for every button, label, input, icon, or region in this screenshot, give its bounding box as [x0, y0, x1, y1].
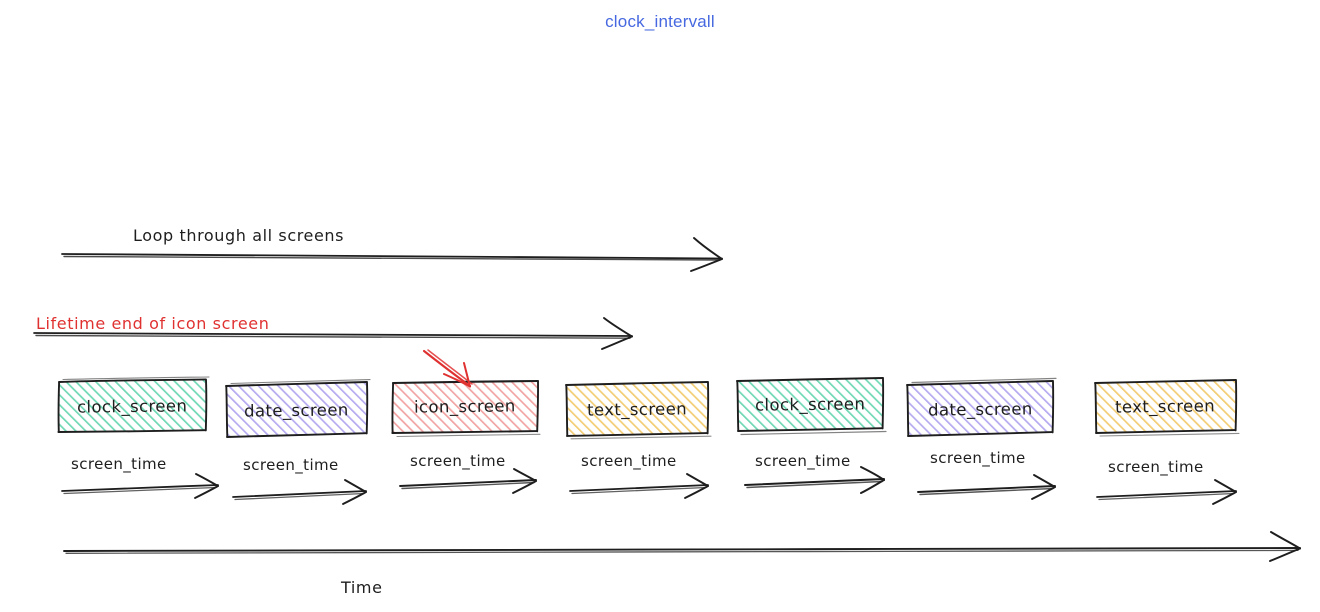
screen-box-icon-screen[interactable]: icon_screen	[392, 381, 538, 432]
lifetime-end-label: Lifetime end of icon screen	[36, 314, 270, 333]
screen-time-arrow-5	[744, 466, 885, 494]
screen-box-label: date_screen	[244, 399, 349, 421]
screen-time-label-7: screen_time	[1108, 458, 1204, 476]
screen-box-date-screen-2[interactable]: date_screen	[907, 383, 1053, 435]
screen-box-label: clock_screen	[76, 395, 188, 417]
screen-box-date-screen-1[interactable]: date_screen	[226, 384, 367, 436]
screen-box-clock-screen-1[interactable]: clock_screen	[58, 380, 206, 432]
screen-time-arrow-7	[1096, 479, 1237, 505]
loop-through-all-screens-label: Loop through all screens	[133, 226, 345, 245]
screen-time-arrow-6	[917, 474, 1056, 500]
screen-time-label-3: screen_time	[410, 452, 506, 470]
screen-time-label-2: screen_time	[243, 456, 339, 474]
screen-box-text-screen-1[interactable]: text_screen	[566, 383, 708, 435]
screen-time-label-1: screen_time	[71, 455, 167, 473]
screen-time-arrow-1	[61, 473, 219, 499]
screen-box-label: date_screen	[927, 398, 1033, 420]
screen-time-label-5: screen_time	[755, 452, 851, 470]
screen-time-label-4: screen_time	[581, 452, 677, 470]
screen-box-text-screen-2[interactable]: text_screen	[1095, 381, 1236, 432]
screen-box-label: clock_screen	[754, 394, 866, 415]
screen-box-label: text_screen	[1115, 396, 1216, 417]
time-axis-label: Time	[341, 578, 383, 597]
screen-time-arrow-4	[569, 473, 709, 499]
time-axis-arrow	[63, 531, 1301, 562]
screen-box-label: text_screen	[586, 398, 688, 420]
screen-time-arrow-2	[232, 479, 367, 505]
screen-time-label-6: screen_time	[930, 449, 1026, 467]
page-title: clock_intervall	[605, 12, 715, 31]
screen-time-arrow-3	[399, 468, 537, 494]
screen-box-label: icon_screen	[414, 396, 516, 417]
screen-box-clock-screen-2[interactable]: clock_screen	[737, 379, 883, 430]
